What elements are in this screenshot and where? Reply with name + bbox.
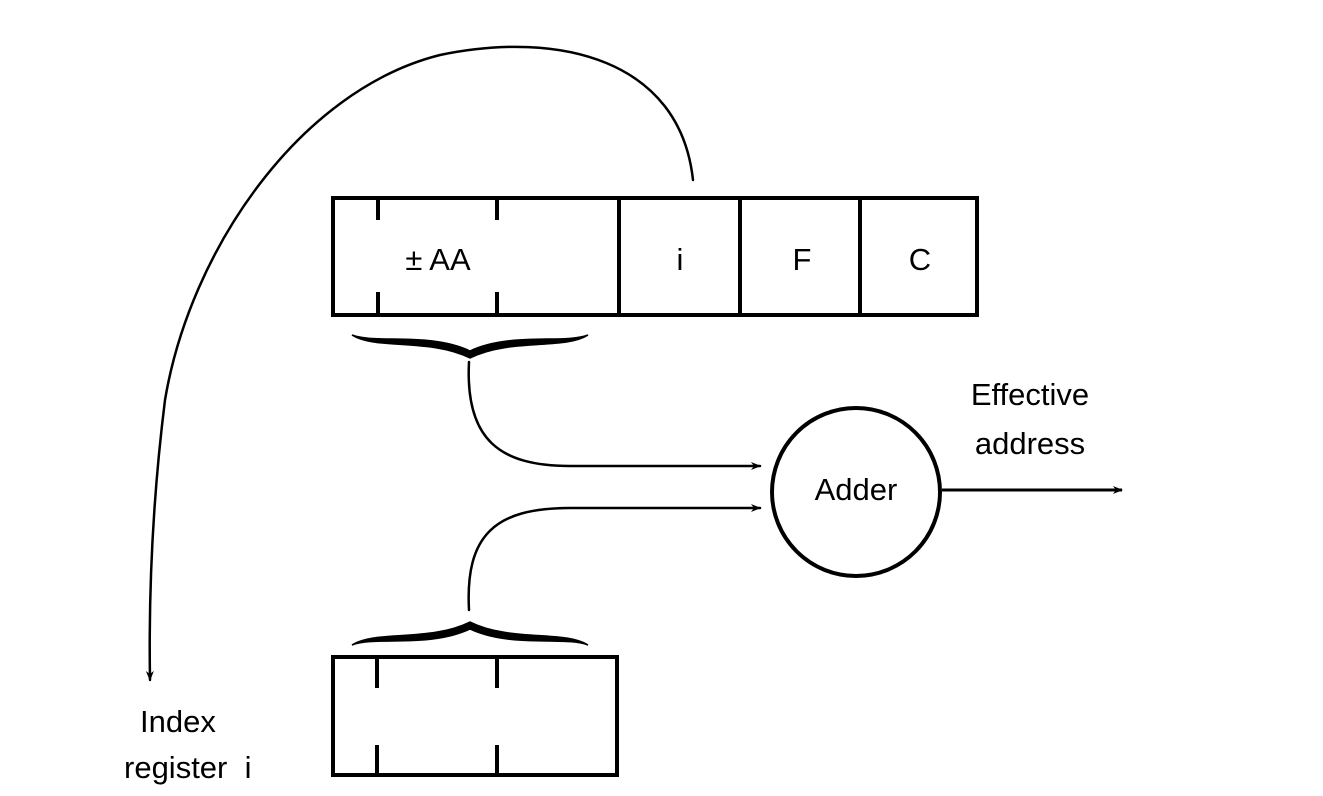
index-select-arrow <box>145 45 695 682</box>
effective-address-label-line2: address <box>975 426 1085 461</box>
adder: Adder <box>770 406 942 578</box>
field-function-label: F <box>793 242 812 277</box>
index-register-label-line1: Index <box>140 704 216 739</box>
index-to-adder-arrow <box>467 504 762 612</box>
instruction-word-register: ± AA i F C <box>331 196 979 317</box>
field-address-label: ± AA <box>405 242 471 277</box>
adder-circle <box>770 406 942 578</box>
index-register-brace <box>351 621 589 646</box>
field-c-label: C <box>909 242 931 277</box>
address-field-brace <box>351 334 589 359</box>
index-register-label-line2: register i <box>124 750 251 785</box>
address-to-adder-arrow <box>467 360 762 470</box>
index-register <box>331 655 619 777</box>
effective-address-label-line1: Effective <box>971 377 1089 412</box>
field-index-label: i <box>677 242 684 277</box>
instruction-word-outline <box>331 196 979 317</box>
adder-label: Adder <box>815 472 898 507</box>
index-register-outline <box>331 655 619 777</box>
